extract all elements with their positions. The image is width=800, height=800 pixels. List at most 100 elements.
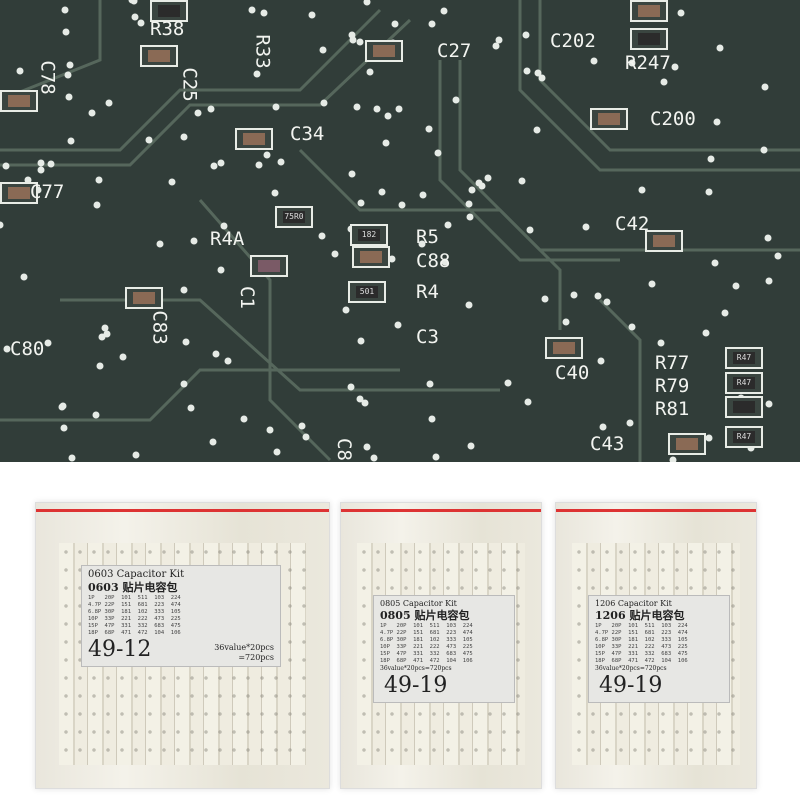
via-hole (468, 186, 476, 194)
via-hole (356, 38, 364, 46)
kit-values-row: 4.7P 22P 151 681 223 474 (88, 602, 181, 608)
via-hole (475, 179, 483, 187)
silkscreen-label: C43 (590, 433, 625, 455)
via-hole (765, 277, 773, 285)
via-hole (194, 109, 202, 117)
via-hole (0, 221, 4, 229)
via-hole (277, 158, 285, 166)
silkscreen-label: R77 (655, 352, 690, 374)
smd-resistor: R47 (725, 347, 763, 369)
silkscreen-label: C1 (235, 286, 258, 309)
via-hole (597, 357, 605, 365)
silkscreen-label: C202 (550, 30, 596, 52)
silkscreen-label: C3 (416, 326, 439, 348)
via-hole (20, 273, 28, 281)
kit-values-row: 4.7P 22P 151 681 223 474 (595, 630, 688, 636)
via-hole (298, 422, 306, 430)
via-hole (331, 250, 339, 258)
via-hole (533, 126, 541, 134)
via-hole (628, 323, 636, 331)
via-hole (657, 339, 665, 347)
via-hole (495, 36, 503, 44)
via-hole (524, 398, 532, 406)
copper-trace (298, 148, 562, 330)
via-hole (47, 160, 55, 168)
kit-values-row: 18P 68P 471 472 104 106 (88, 630, 181, 636)
via-hole (428, 415, 436, 423)
via-hole (103, 330, 111, 338)
via-hole (44, 339, 52, 347)
via-hole (92, 411, 100, 419)
via-hole (484, 174, 492, 182)
via-hole (395, 105, 403, 113)
smd-capacitor (630, 0, 668, 22)
smd-resistor: 75R0 (275, 206, 313, 228)
via-hole (707, 155, 715, 163)
via-hole (342, 306, 350, 314)
kit-subtitle: 1206 贴片电容包 (595, 609, 685, 622)
smd-capacitor (140, 45, 178, 67)
via-hole (357, 199, 365, 207)
smd-capacitor (365, 40, 403, 62)
via-hole (465, 200, 473, 208)
smd-capacitor (668, 433, 706, 455)
smd-resistor (150, 0, 188, 22)
copper-trace (538, 0, 800, 152)
via-hole (88, 109, 96, 117)
via-hole (356, 395, 364, 403)
copper-trace (0, 0, 102, 102)
via-hole (255, 161, 263, 169)
via-hole (24, 176, 32, 184)
via-hole (220, 222, 228, 230)
via-hole (263, 151, 271, 159)
via-hole (373, 105, 381, 113)
via-hole (648, 280, 656, 288)
zip-seal (556, 509, 756, 512)
kit-quantity: 36value*20pcs=720pcs (595, 665, 667, 672)
via-hole (248, 6, 256, 14)
via-hole (353, 103, 361, 111)
resistor-marking: R47 (733, 431, 755, 443)
via-hole (212, 350, 220, 358)
via-hole (669, 456, 677, 462)
via-hole (272, 103, 280, 111)
via-hole (466, 213, 474, 221)
via-hole (37, 159, 45, 167)
kit-quantity: 36value*20pcs (214, 643, 274, 652)
via-hole (378, 188, 386, 196)
silkscreen-label: C40 (555, 362, 590, 384)
smd-capacitor (645, 230, 683, 252)
via-hole (240, 415, 248, 423)
via-hole (526, 226, 534, 234)
via-hole (349, 36, 357, 44)
resistor-marking: 182 (358, 229, 380, 241)
kit-bag-0603: 0603 Capacitor Kit 0603 贴片电容包 1P 20P 101… (35, 502, 330, 789)
via-hole (440, 7, 448, 15)
kit-values-row: 15P 47P 331 332 683 475 (595, 651, 688, 657)
via-hole (210, 162, 218, 170)
via-hole (168, 178, 176, 186)
via-hole (418, 240, 426, 248)
via-hole (105, 99, 113, 107)
silkscreen-label: C78 (36, 60, 59, 95)
via-hole (180, 286, 188, 294)
via-hole (774, 252, 782, 260)
kit-subtitle: 0603 贴片电容包 (88, 581, 178, 594)
via-hole (66, 61, 74, 69)
via-hole (101, 324, 109, 332)
smd-capacitor (125, 287, 163, 309)
via-hole (603, 298, 611, 306)
via-hole (37, 166, 45, 174)
smd-resistor: R47 (725, 372, 763, 394)
kit-values-row: 4.7P 22P 151 681 223 474 (380, 630, 473, 636)
via-hole (384, 112, 392, 120)
via-hole (363, 0, 371, 6)
via-hole (60, 424, 68, 432)
via-hole (16, 67, 24, 75)
via-hole (425, 125, 433, 133)
silkscreen-label: C8 (332, 438, 355, 461)
kit-values-row: 18P 68P 471 472 104 106 (380, 658, 473, 664)
via-hole (93, 201, 101, 209)
via-hole (765, 400, 773, 408)
